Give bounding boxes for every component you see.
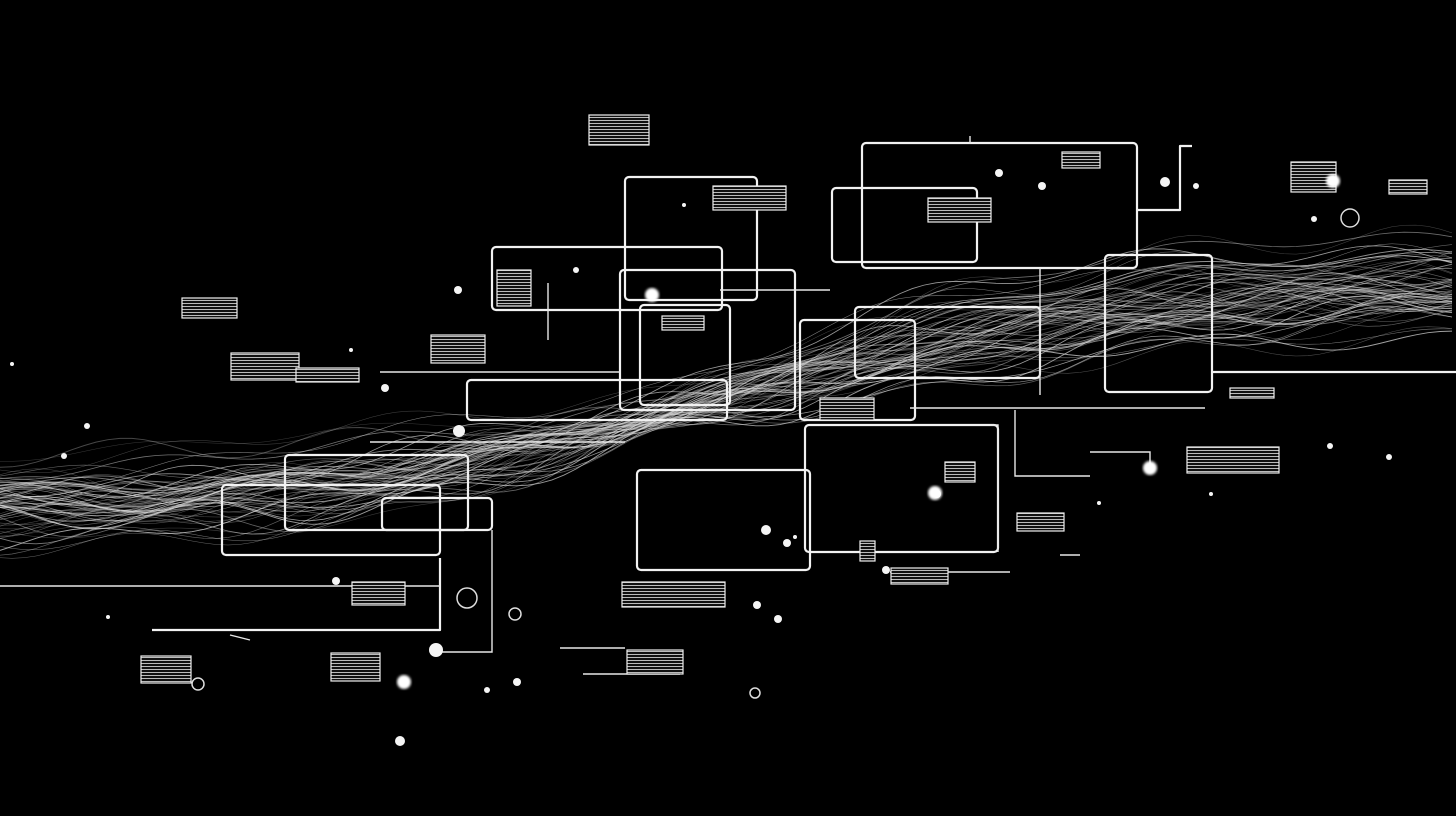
node-dot [783,539,791,547]
frame-rect [380,496,494,532]
node-dot [453,425,465,437]
node-dot [793,535,797,539]
frame-rect [490,245,724,312]
wave-line [0,224,1453,496]
ring-node [191,677,205,691]
node-dot [1311,216,1317,222]
node-dot [753,601,761,609]
wave-line [0,287,1453,538]
wave-line [0,273,1453,474]
wave-line [0,255,1453,498]
frame-rect [635,468,812,572]
node-dot [774,615,782,623]
frame-rect [830,186,979,264]
connector-line [229,634,251,641]
node-dot [84,423,90,429]
striped-block [330,652,381,682]
striped-block [1016,512,1065,532]
striped-block [140,655,192,684]
ring-node [508,607,522,621]
node-dot [484,687,490,693]
wave-line [0,296,1453,539]
striped-block [295,367,360,383]
striped-block [496,269,532,307]
sparkle-glow [1143,461,1157,475]
node-dot [429,643,443,657]
node-dot [1209,492,1213,496]
node-dot [1097,501,1101,505]
sparkle-glow [928,486,942,500]
frame-rect [1103,253,1214,394]
striped-block [181,297,238,319]
wave-line [0,295,1453,530]
striped-block [661,315,705,331]
node-dot [61,453,67,459]
sparkle-glow [1326,174,1340,188]
node-dots [10,169,1392,746]
node-dot [106,615,110,619]
striped-block [626,649,684,675]
frame-rect [638,303,732,407]
striped-block [927,197,992,223]
striped-block [1061,151,1101,169]
striped-block [351,581,406,606]
striped-block [1388,179,1428,195]
frame-rect [618,268,797,412]
node-dot [1386,454,1392,460]
ring-node [749,687,761,699]
node-dot [761,525,771,535]
frame-rect [283,453,470,532]
striped-block [621,581,726,608]
striped-block [859,540,876,562]
node-dot [349,348,353,352]
striped-block [1186,446,1280,474]
node-dot [573,267,579,273]
wave-line [0,261,1453,507]
wave-line [0,245,1453,498]
striped-block [819,397,875,421]
frame-rect [465,378,729,422]
node-dot [454,286,462,294]
node-dot [10,362,14,366]
striped-data-blocks [140,114,1428,684]
wave-line [0,256,1453,506]
node-dot [1038,182,1046,190]
connector-line [990,424,999,552]
frame-path [152,558,442,632]
ring-node [1340,208,1360,228]
sparkle-glow [645,288,659,302]
node-dot [332,577,340,585]
circuit-frames [152,141,1456,632]
striped-block [712,185,787,211]
connector-line [440,530,493,653]
striped-block [430,334,486,364]
ring-node [456,587,478,609]
striped-block [890,567,949,585]
sparkle-glow [397,675,411,689]
node-dot [682,203,686,207]
node-dot [995,169,1003,177]
connector-line [1014,410,1090,477]
node-dot [381,384,389,392]
striped-block [1229,387,1275,399]
node-dot [1193,183,1199,189]
frame-path [1137,144,1192,212]
node-dot [1160,177,1170,187]
striped-block [230,352,300,381]
node-dot [1327,443,1333,449]
striped-block [944,461,976,483]
frame-rect [860,141,1139,270]
frame-rect [220,483,442,557]
frame-rect [623,175,759,302]
striped-block [588,114,650,146]
node-dot [395,736,405,746]
node-dot [513,678,521,686]
node-dot [882,566,890,574]
